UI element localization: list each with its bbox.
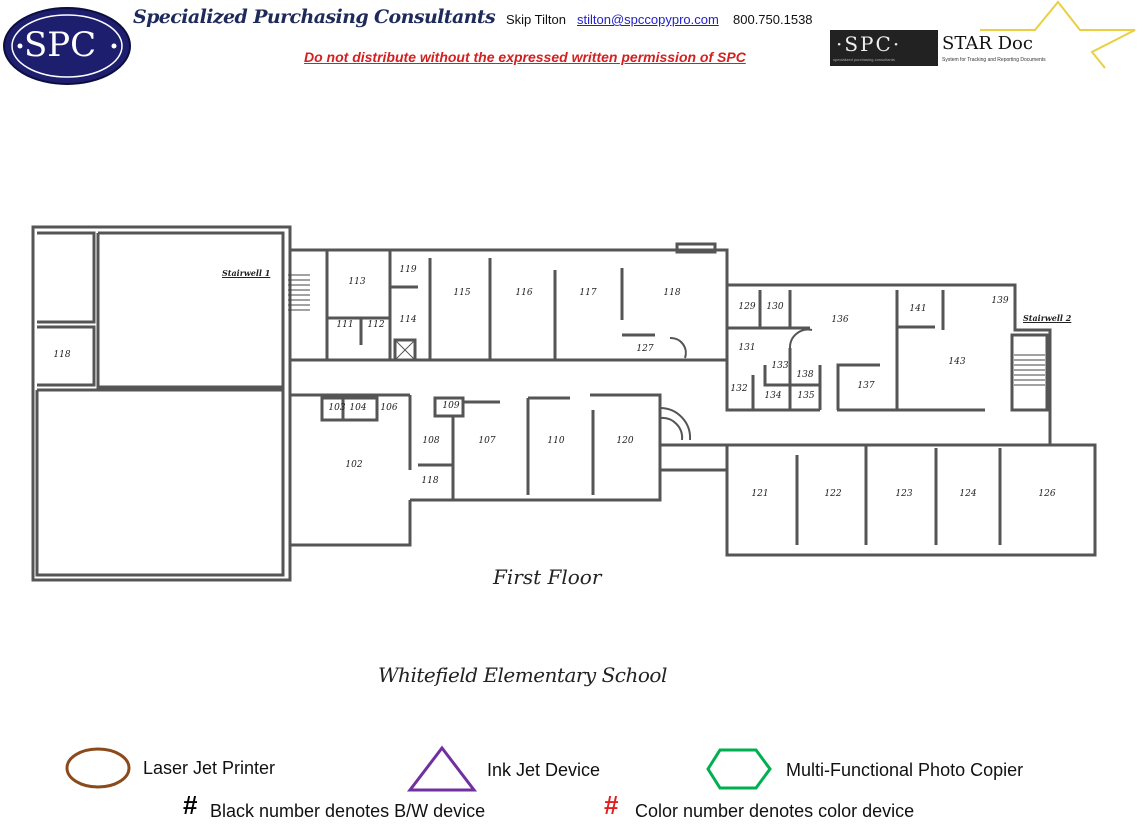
room-label: 126: [1038, 489, 1056, 499]
room-label: 111: [336, 320, 354, 330]
room-label: 129: [738, 302, 756, 312]
room-label: 113: [348, 277, 366, 287]
room-label: 132: [730, 384, 748, 394]
stairwell-1-label: Stairwell 1: [222, 268, 271, 278]
room-label: 138: [796, 370, 814, 380]
room-label: 122: [824, 489, 842, 499]
company-name: Specialized Purchasing Consultants: [133, 6, 496, 28]
room-label: 110: [547, 436, 565, 446]
room-label: 130: [766, 302, 784, 312]
room-label: 108: [422, 436, 440, 446]
room-label: 118: [53, 350, 71, 360]
inkjet-triangle-icon: [406, 745, 478, 792]
room-label: 134: [764, 391, 782, 401]
room-label: 109: [442, 401, 460, 411]
contact-email-link[interactable]: stilton@spccopypro.com: [577, 12, 719, 27]
room-label: 135: [797, 391, 815, 401]
room-label: 133: [771, 361, 789, 371]
room-label: 123: [895, 489, 913, 499]
room-label: 120: [616, 436, 634, 446]
room-label: 136: [831, 315, 849, 325]
room-label: 127: [636, 344, 654, 354]
floor-title: First Floor: [493, 565, 602, 589]
room-label: 143: [948, 357, 966, 367]
room-label: 102: [345, 460, 363, 470]
bw-hash-symbol: #: [183, 790, 198, 820]
room-label: 131: [738, 343, 756, 353]
room-label: 121: [751, 489, 769, 499]
room-label: 112: [367, 320, 385, 330]
room-label: 104: [349, 403, 367, 413]
laser-printer-ellipse-icon: [65, 747, 131, 789]
room-label: 141: [909, 304, 927, 314]
room-label: 106: [380, 403, 398, 413]
spc-logo: SPC: [2, 6, 132, 86]
room-label: 118: [663, 288, 681, 298]
spc-logo-text: SPC: [24, 25, 97, 65]
room-label: 115: [453, 288, 471, 298]
star-logo-sub-right: System for Tracking and Reporting Docume…: [942, 57, 1046, 63]
room-label: 103: [328, 403, 346, 413]
legend-laser-label: Laser Jet Printer: [143, 758, 276, 778]
contact-name: Skip Tilton: [506, 12, 566, 27]
contact-phone: 800.750.1538: [733, 12, 813, 27]
star-logo-title: STAR Doc: [942, 33, 1033, 54]
color-hash-symbol: #: [604, 790, 619, 820]
school-name: Whitefield Elementary School: [378, 663, 667, 687]
room-label: 107: [478, 436, 496, 446]
copier-hexagon-icon: [706, 748, 772, 790]
room-label: 114: [399, 315, 417, 325]
star-doc-logo: ·SPC· specialized purchasing consultants…: [830, 0, 1140, 70]
distribution-warning: Do not distribute without the expressed …: [304, 49, 746, 65]
room-label: 117: [579, 288, 597, 298]
star-logo-spc: ·SPC·: [836, 32, 902, 56]
legend-inkjet-label: Ink Jet Device: [487, 760, 601, 780]
legend-bw-note: Black number denotes B/W device: [210, 801, 486, 821]
room-label: 137: [857, 381, 875, 391]
room-label: 116: [515, 288, 533, 298]
stairwell-2-label: Stairwell 2: [1023, 313, 1072, 323]
room-label: 124: [959, 489, 977, 499]
room-label: 118: [421, 476, 439, 486]
legend-color-note: Color number denotes color device: [635, 801, 915, 821]
room-label: 139: [991, 296, 1009, 306]
room-label: 119: [399, 265, 417, 275]
walls: [31, 225, 1097, 582]
legend-copier-label: Multi-Functional Photo Copier: [786, 760, 1024, 780]
star-logo-sub-left: specialized purchasing consultants: [833, 57, 895, 62]
